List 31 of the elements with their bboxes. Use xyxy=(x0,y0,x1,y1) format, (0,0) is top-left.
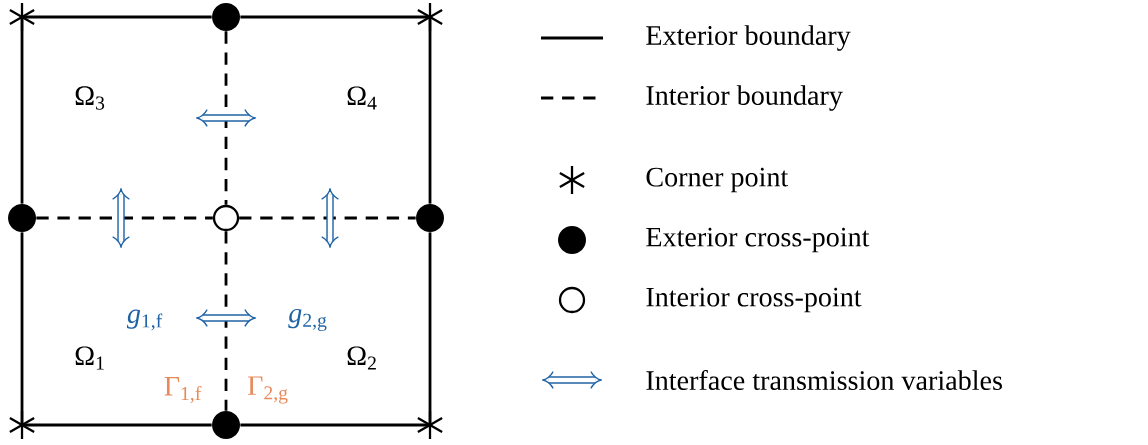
region-label: Ω$_{4}$ xyxy=(347,86,377,110)
region-label: Ω$_{3}$ xyxy=(75,86,105,110)
exterior-cross-point xyxy=(8,204,36,232)
interior-boundary xyxy=(224,231,228,411)
exterior-boundary xyxy=(23,15,212,19)
exterior-boundary xyxy=(428,18,432,204)
interior-boundary xyxy=(224,31,228,205)
exterior-cross-point xyxy=(212,3,240,31)
legend-label: Interior boundary xyxy=(646,85,843,111)
region-label: g$_{2,g}$ xyxy=(288,309,327,331)
exterior-cross-point xyxy=(416,204,444,232)
exterior-boundary xyxy=(20,18,24,204)
interior-boundary xyxy=(239,216,416,220)
exterior-boundary xyxy=(240,423,429,427)
exterior-boundary xyxy=(20,232,24,424)
legend-label: Interior cross-point xyxy=(646,287,862,313)
region-label: g$_{1,f}$ xyxy=(126,309,163,331)
region-label: Γ$_{2,g}$ xyxy=(247,376,288,404)
legend-label: Interface transmission variables xyxy=(646,369,1002,391)
region-label: Γ$_{1,f}$ xyxy=(164,377,202,403)
exterior-boundary xyxy=(428,232,432,424)
exterior-cross-point xyxy=(212,411,240,439)
exterior-boundary xyxy=(240,15,429,19)
region-label: Ω$_{2}$ xyxy=(347,346,376,370)
legend-label: Exterior cross-point xyxy=(646,227,870,253)
legend-label: Corner point xyxy=(646,167,789,193)
legend-label: Exterior boundary xyxy=(646,25,851,51)
exterior-boundary xyxy=(23,423,212,427)
interior-cross-point xyxy=(212,204,240,232)
region-label: Ω$_{1}$ xyxy=(75,346,104,370)
interior-boundary xyxy=(36,216,213,220)
